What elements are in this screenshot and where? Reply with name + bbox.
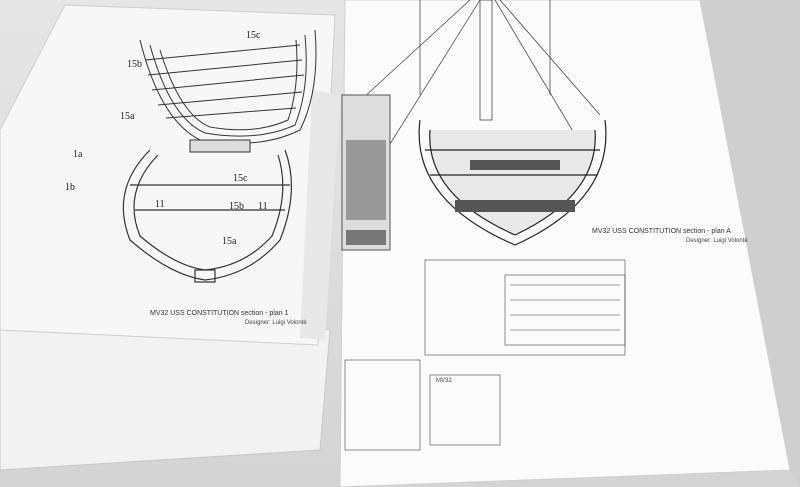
plan-a-designer: Designer: Luigi Volonté	[686, 238, 748, 244]
parts-sheet-drawing	[344, 259, 626, 451]
part-label-15b-top: 15b	[127, 59, 142, 70]
left-sheet-fold	[300, 90, 340, 340]
hull-section-drawing	[418, 119, 607, 246]
part-label-15c-mid: 15c	[233, 173, 248, 184]
part-label-1a: 1a	[73, 149, 83, 160]
part-label-1b: 1b	[65, 182, 75, 193]
part-label-11-right: 11	[258, 201, 268, 212]
left-plan-sheet	[0, 4, 336, 346]
part-label-15b-mid: 15b	[229, 201, 244, 212]
rigging-drawing	[349, 0, 601, 161]
parts-sheet-label: MV32	[436, 378, 452, 384]
part-label-15a-top: 15a	[120, 111, 135, 122]
interior-detail-panel	[341, 94, 391, 251]
plan-1-designer: Designer: Luigi Volonté	[245, 320, 307, 326]
plan-1-title: MV32 USS CONSTITUTION section - plan 1	[150, 310, 289, 317]
plan-a-title: MV32 USS CONSTITUTION section - plan A	[592, 228, 731, 235]
hull-frames-drawing	[139, 29, 317, 153]
part-label-11-left: 11	[155, 199, 165, 210]
part-label-15a-mid: 15a	[222, 236, 237, 247]
cross-section-drawing	[122, 149, 292, 283]
part-label-15c-top: 15c	[246, 30, 261, 41]
table-edge	[700, 0, 800, 487]
